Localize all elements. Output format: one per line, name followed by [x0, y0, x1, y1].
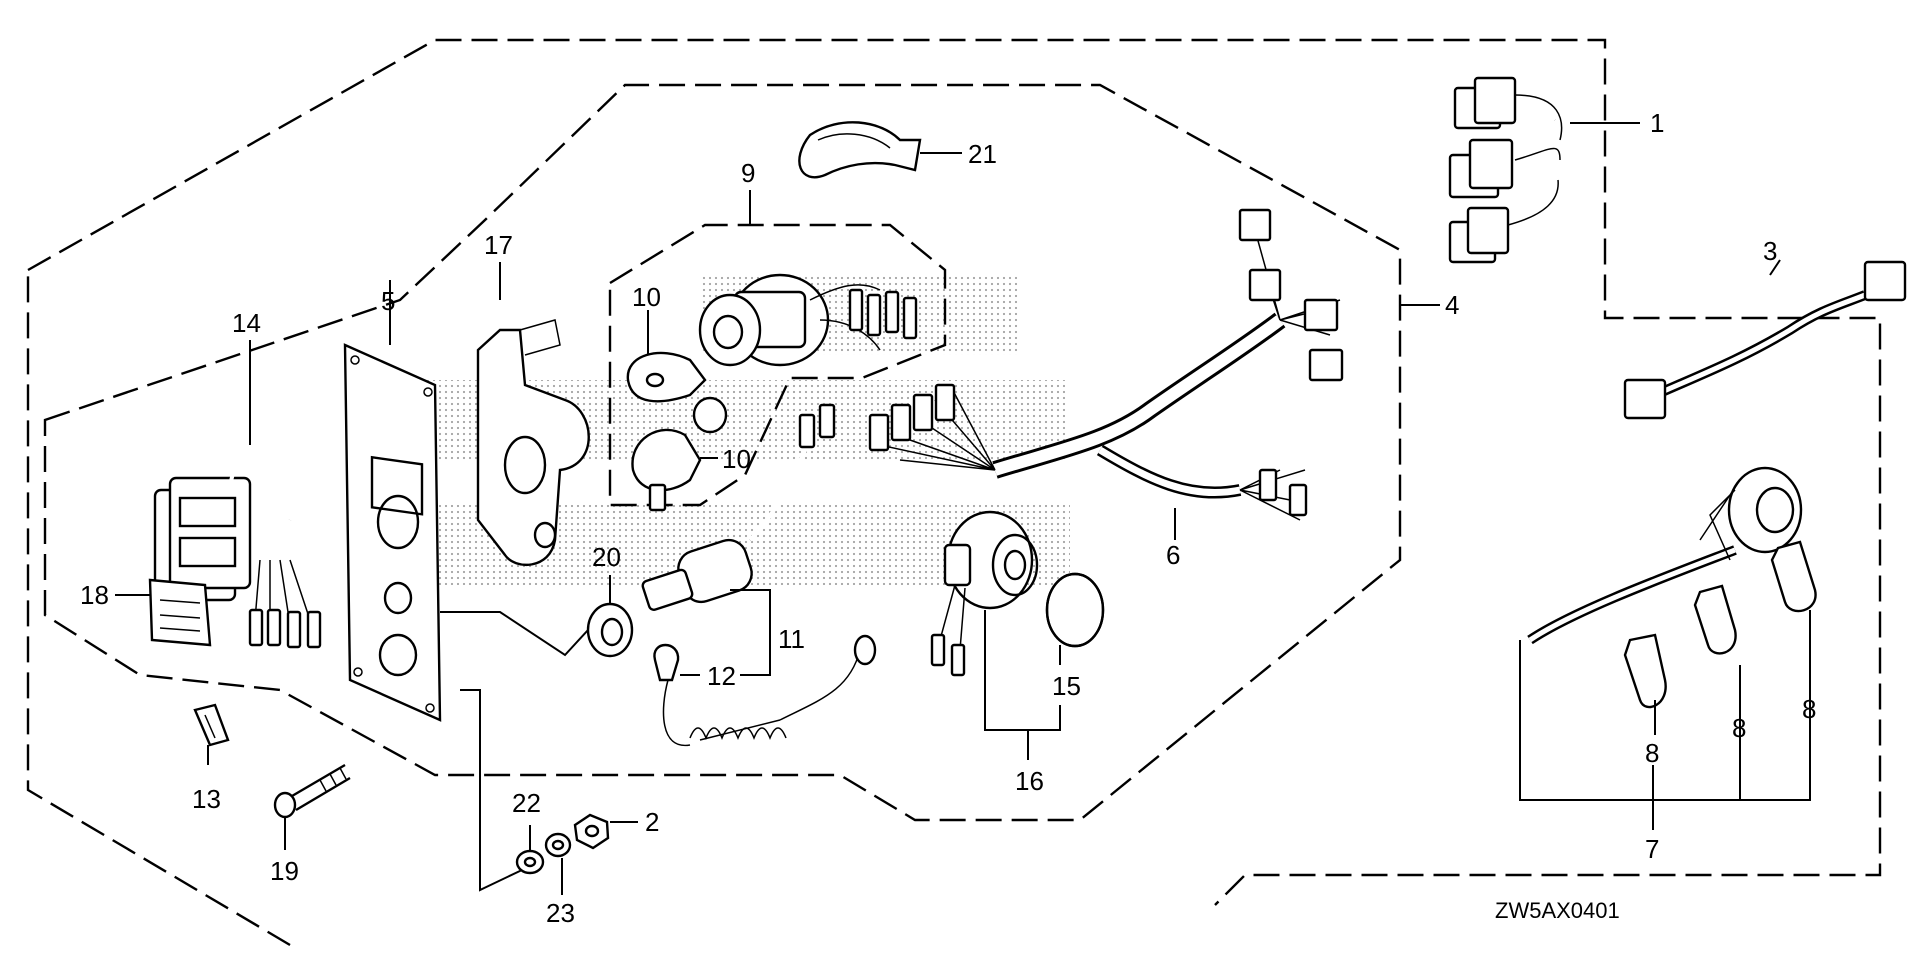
callout-13: 13 [192, 784, 221, 814]
callout-17: 17 [484, 230, 513, 260]
callout-8a: 8 [1645, 738, 1659, 768]
callout-3: 3 [1763, 236, 1777, 266]
callouts: 1 2 3 4 5 6 7 8 8 8 9 10 10 11 12 13 14 … [80, 108, 1816, 928]
subgroup-9-boundary [608, 223, 947, 507]
outer-dashed-boundary [26, 38, 1882, 947]
part-13-clip [193, 703, 230, 747]
part-8-clamps [1623, 540, 1817, 709]
callout-14: 14 [232, 308, 261, 338]
callout-12: 12 [707, 661, 736, 691]
callout-18: 18 [80, 580, 109, 610]
callout-19: 19 [270, 856, 299, 886]
callout-21: 21 [968, 139, 997, 169]
callout-9: 9 [741, 158, 755, 188]
drawing-code: ZW5AX0401 [1495, 898, 1620, 923]
part-12-lanyard [653, 634, 877, 747]
part-23-washer [544, 832, 572, 858]
callout-4: 4 [1445, 290, 1459, 320]
part-20-grommet [586, 602, 634, 658]
part-15-cover [1045, 572, 1105, 648]
callout-8b: 8 [1732, 713, 1746, 743]
callout-2: 2 [645, 807, 659, 837]
part-5-switch-panel [343, 343, 442, 722]
callout-10b: 10 [722, 444, 751, 474]
callout-7: 7 [1645, 834, 1659, 864]
callout-22: 22 [512, 788, 541, 818]
part-1-main-harness [1448, 76, 1803, 645]
callout-5: 5 [381, 286, 395, 316]
part-11-stop-switch [641, 403, 836, 611]
callout-20: 20 [592, 542, 621, 572]
leader-lines [115, 122, 1811, 895]
inner-dashed-boundary [43, 83, 1402, 822]
part-3-short-harness [1623, 260, 1907, 420]
part-16-buzzer [930, 510, 1039, 677]
callout-11: 11 [778, 624, 805, 654]
part-2-nut [573, 813, 610, 850]
callout-8c: 8 [1802, 694, 1816, 724]
part-18-label [148, 578, 212, 647]
part-9-ignition-switch [692, 273, 918, 434]
callout-16: 16 [1015, 766, 1044, 796]
callout-10a: 10 [632, 282, 661, 312]
part-19-bolt [273, 763, 351, 819]
callout-15: 15 [1052, 671, 1081, 701]
part-17-bracket [476, 319, 590, 567]
callout-23: 23 [546, 898, 575, 928]
callout-6: 6 [1166, 540, 1180, 570]
part-4-control-harness [868, 208, 1344, 521]
part-21-cable-tie [798, 121, 922, 179]
part-22-washer [515, 849, 545, 875]
part-14-switch [153, 447, 322, 649]
part-10-keys [626, 351, 707, 512]
callout-1: 1 [1650, 108, 1664, 138]
